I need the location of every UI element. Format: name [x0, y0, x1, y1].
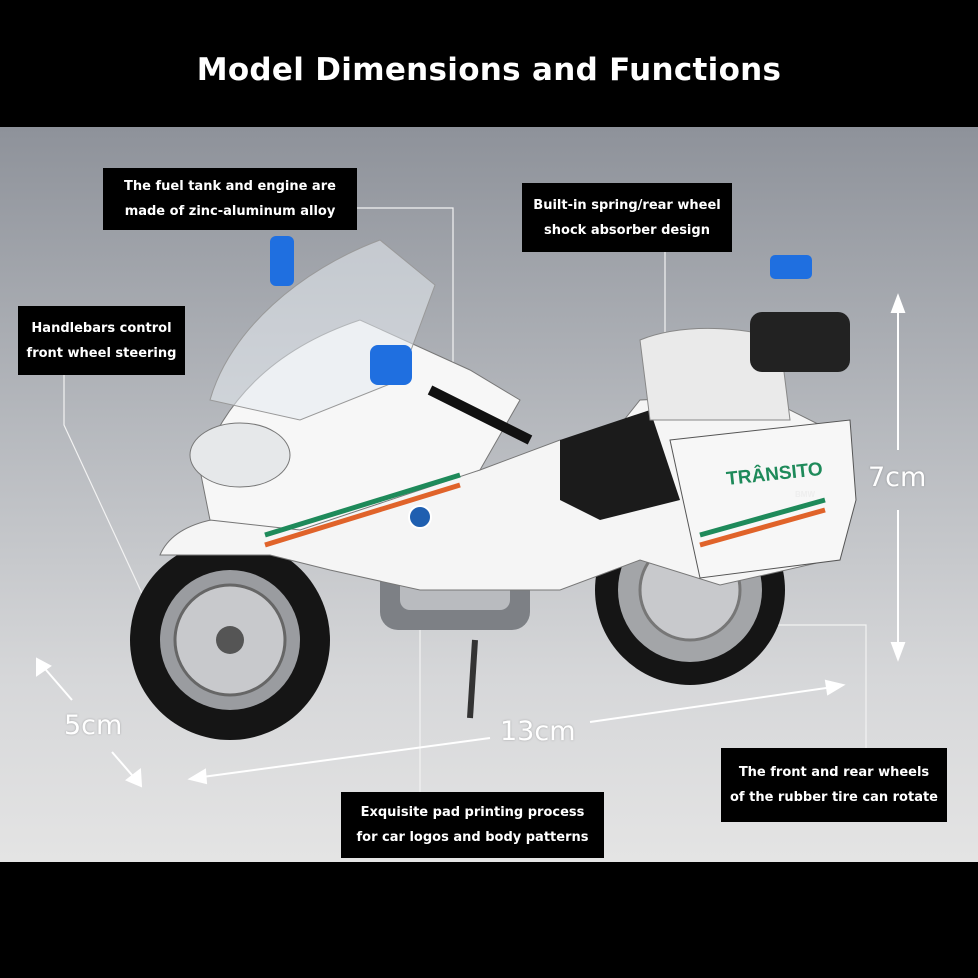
callout-line: Built-in spring/rear wheel	[533, 197, 721, 213]
callout-line: Exquisite pad printing process	[360, 805, 585, 820]
length-dimension: 13cm	[500, 716, 576, 747]
front-beacon-right	[370, 345, 412, 385]
rear-light-base	[750, 312, 850, 372]
callout-line: of the rubber tire can rotate	[730, 790, 938, 805]
handlebar	[427, 385, 533, 445]
rear-beacon	[770, 255, 812, 279]
height-dimension: 7cm	[868, 462, 927, 493]
footer-band	[0, 862, 978, 978]
callout-line: The fuel tank and engine are	[124, 179, 336, 194]
bmw-logo	[408, 505, 432, 529]
callout-fuel-tank: The fuel tank and engine are made of zin…	[103, 168, 357, 230]
page-title: Model Dimensions and Functions	[196, 52, 782, 88]
callout-line: front wheel steering	[26, 345, 177, 361]
front-wheel	[130, 540, 330, 740]
dimension-arrows	[36, 293, 906, 788]
brand-text: BMW	[795, 490, 815, 499]
callout-pad-printing: Exquisite pad printing process for car l…	[341, 792, 604, 858]
orange-stripe	[264, 482, 461, 548]
callout-wheels: The front and rear wheels of the rubber …	[721, 748, 947, 822]
green-stripe	[264, 472, 461, 538]
callout-line: made of zinc-aluminum alloy	[124, 204, 336, 219]
kickstand	[467, 639, 478, 719]
callout-handlebars: Handlebars control front wheel steering	[18, 306, 185, 375]
header-band	[0, 0, 978, 127]
callout-line: The front and rear wheels	[738, 765, 930, 780]
width-dimension: 5cm	[64, 710, 123, 741]
pannier	[669, 419, 857, 579]
callout-shock-absorber: Built-in spring/rear wheel shock absorbe…	[522, 183, 732, 252]
callout-line: for car logos and body patterns	[356, 830, 589, 845]
front-beacon-left	[270, 236, 294, 286]
seat	[560, 410, 680, 520]
callout-line: shock absorber design	[544, 222, 710, 238]
callout-line: Handlebars control	[31, 320, 172, 336]
headlight	[189, 422, 291, 488]
